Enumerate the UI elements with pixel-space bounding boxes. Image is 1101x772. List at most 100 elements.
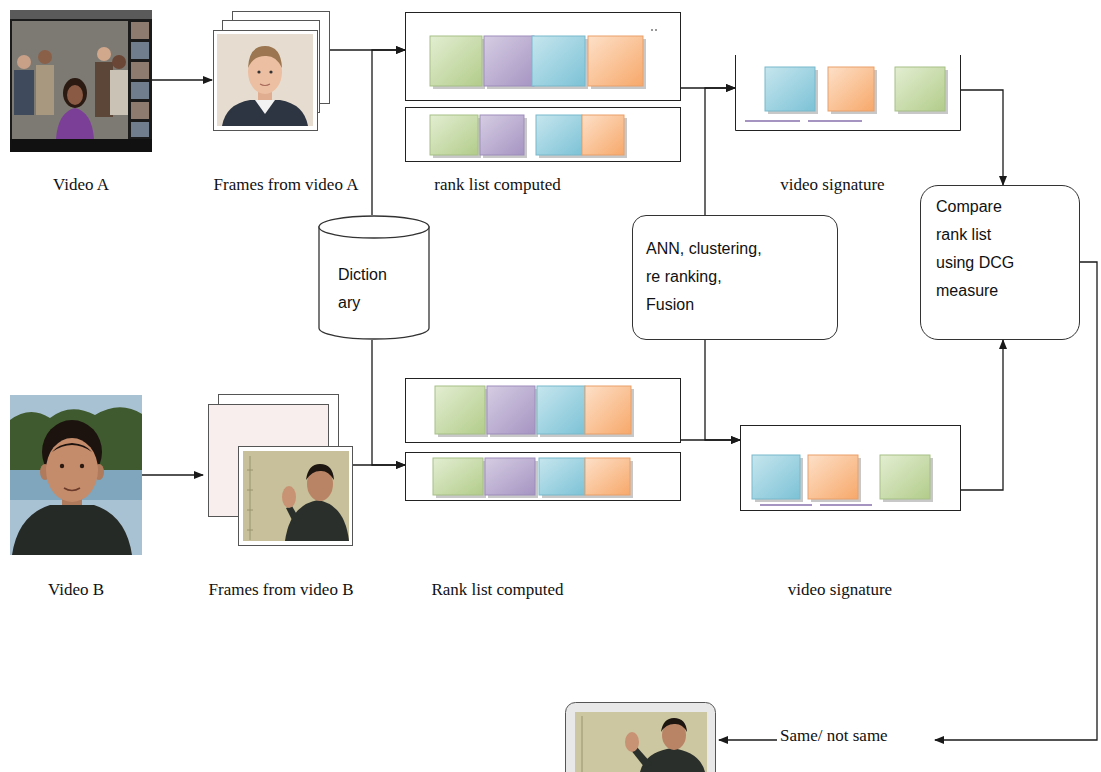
frames-a-stack bbox=[214, 12, 330, 131]
video-a-image-part bbox=[38, 50, 52, 64]
connector-arrow bbox=[960, 90, 1003, 185]
frames-a-stack-part bbox=[269, 70, 272, 73]
result-output: Same/ not same bbox=[565, 702, 935, 770]
rank-list-b-part bbox=[435, 386, 485, 434]
connector-arrow bbox=[372, 340, 405, 465]
rank-list-b-part bbox=[406, 379, 681, 443]
connector-arrow bbox=[142, 474, 203, 475]
frames-b-photo-part bbox=[243, 451, 349, 541]
signature-box: video signature bbox=[740, 425, 960, 510]
frames-a-stack-part bbox=[222, 100, 308, 126]
video-signature-b-part bbox=[752, 455, 800, 499]
video-a-image-part bbox=[36, 65, 54, 115]
frames-b-photo-part bbox=[247, 530, 253, 531]
caption-label: Frames from video B bbox=[209, 580, 354, 600]
video-picture: Video A bbox=[10, 10, 152, 152]
video-b-image-part bbox=[80, 464, 84, 468]
result-photo-part bbox=[661, 718, 687, 732]
frames-b-photo-part bbox=[247, 490, 253, 491]
rank-list-b-part bbox=[406, 453, 681, 501]
rank-list-a-part bbox=[480, 115, 524, 155]
rank-list-b-part bbox=[585, 386, 631, 434]
frames-b-stack bbox=[209, 395, 353, 546]
video-signature-b-part bbox=[880, 455, 930, 499]
result-image-part bbox=[566, 703, 716, 772]
rank-list-a-part bbox=[406, 108, 681, 162]
video-b-image-part bbox=[52, 443, 92, 452]
process-label: Compare rank list using DCG measure bbox=[936, 193, 1028, 305]
rank-list-group: rank list computed bbox=[405, 12, 680, 162]
result-photo-part bbox=[640, 748, 705, 772]
result-label: Same/ not same bbox=[780, 726, 888, 746]
rank-list-b-part bbox=[433, 458, 483, 495]
video-a-image-part bbox=[67, 85, 83, 105]
video-a-image-part bbox=[17, 55, 31, 69]
result-image bbox=[566, 703, 716, 772]
cylinder-body bbox=[319, 227, 429, 339]
rank-list-b-part bbox=[537, 386, 585, 434]
process-label: ANN, clustering, re ranking, Fusion bbox=[646, 235, 771, 319]
frames-b-photo-part bbox=[247, 470, 253, 471]
process-box: Compare rank list using DCG measure bbox=[920, 185, 1080, 340]
frames-b-stack-part bbox=[239, 447, 353, 546]
frames-b-photo-part bbox=[247, 510, 253, 511]
rank-list-a-part bbox=[430, 115, 478, 155]
video-b-image-part bbox=[12, 505, 132, 555]
video-a-image-part bbox=[63, 78, 87, 108]
frames-picture: Frames from video B bbox=[203, 393, 353, 545]
connector-arrow bbox=[960, 340, 1003, 490]
frames-b-photo-part bbox=[286, 506, 300, 524]
rank-list-group: Rank list computed bbox=[405, 378, 680, 500]
video-signature-a-part bbox=[808, 120, 862, 122]
rank-list-a-part bbox=[651, 29, 653, 31]
result-photo-part bbox=[575, 712, 707, 772]
rank-list-a-part bbox=[588, 36, 643, 86]
frames-a-stack-part bbox=[217, 34, 313, 126]
rank-list-a-part bbox=[484, 36, 534, 86]
result-photo bbox=[575, 712, 707, 772]
caption-label: Frames from video A bbox=[214, 175, 359, 195]
frames-b-photo-part bbox=[250, 456, 251, 540]
rank-list-b bbox=[406, 379, 681, 501]
frames-a-stack-part bbox=[260, 84, 270, 86]
rank-list-a-part bbox=[532, 36, 585, 86]
frames-b-photo bbox=[243, 451, 349, 541]
video-signature-b-part bbox=[760, 504, 812, 506]
video-signature-a bbox=[736, 55, 961, 131]
video-a-image-part bbox=[10, 10, 152, 152]
frames-picture: Frames from video A bbox=[212, 10, 330, 132]
rank-list-a-part bbox=[536, 115, 582, 155]
frames-a-stack-part bbox=[257, 70, 260, 73]
video-signature-b-part bbox=[808, 455, 858, 499]
rank-list-a-part bbox=[406, 13, 681, 101]
video-signature-b-part bbox=[820, 504, 872, 506]
connector-arrow bbox=[705, 340, 740, 440]
video-a-image-part bbox=[131, 62, 149, 79]
process-box: ANN, clustering, re ranking, Fusion bbox=[632, 215, 838, 340]
video-a-image-part bbox=[14, 70, 34, 115]
video-signature-a-part bbox=[895, 67, 945, 111]
frames-a-stack-part bbox=[248, 46, 282, 68]
video-b-image-part bbox=[60, 464, 64, 468]
video-a-image-part bbox=[131, 42, 149, 59]
rank-list-a-part bbox=[582, 115, 624, 155]
database-cylinder: Diction ary bbox=[318, 215, 430, 340]
video-a-image-part bbox=[56, 108, 94, 139]
video-a-image bbox=[10, 10, 152, 152]
video-a-image-part bbox=[131, 102, 149, 119]
rank-list-a-part bbox=[430, 36, 482, 86]
video-signature-a-part bbox=[745, 120, 800, 122]
video-signature-a-part bbox=[765, 67, 815, 111]
connector-arrow bbox=[152, 79, 212, 80]
frames-b-photo-part bbox=[285, 500, 349, 541]
video-a-image-part bbox=[131, 82, 149, 99]
video-b-image-part bbox=[10, 395, 142, 555]
rank-list-b-part bbox=[539, 458, 585, 495]
frames-a-stack-part bbox=[214, 31, 318, 131]
cylinder-top bbox=[319, 216, 429, 238]
video-signature-b-part bbox=[741, 426, 961, 511]
caption-label: video signature bbox=[788, 580, 892, 600]
video-a-image-part bbox=[10, 139, 152, 152]
video-b-image-part bbox=[46, 438, 98, 502]
